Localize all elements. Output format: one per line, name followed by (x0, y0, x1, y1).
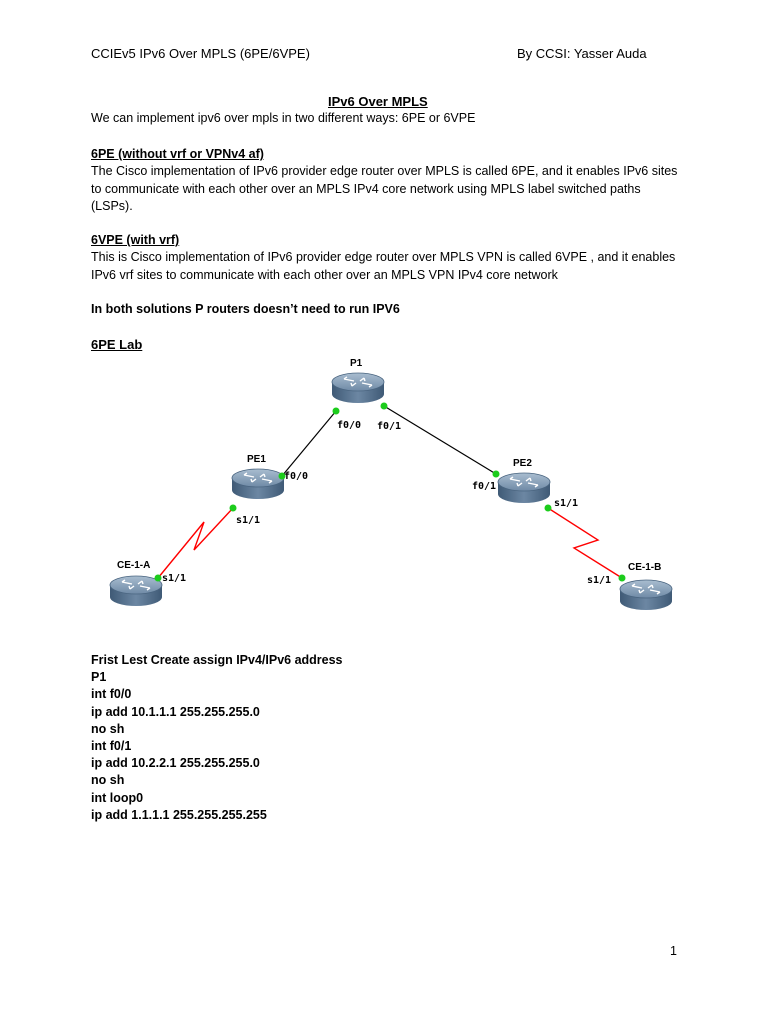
port-dot (544, 504, 552, 512)
config-line: P1 (91, 670, 107, 685)
section-6pe-heading: 6PE (without vrf or VPNv4 af) (91, 147, 264, 161)
port-dot (380, 402, 388, 410)
section-6vpe-heading: 6VPE (with vrf) (91, 233, 180, 247)
router-ce1b (619, 579, 673, 611)
serial-link-pe1-ce1a (157, 507, 234, 579)
iface-label-p1-f00: f0/0 (337, 420, 361, 431)
iface-label-pe2-s11: s1/1 (554, 498, 578, 509)
serial-link-pe2-ce1b (547, 507, 623, 579)
router-label-pe1: PE1 (247, 454, 266, 465)
iface-label-ce1b-s11: s1/1 (587, 575, 611, 586)
section-6pe: 6PE (without vrf or VPNv4 af) The Cisco … (91, 146, 681, 215)
port-dot (618, 574, 626, 582)
page-title: IPv6 Over MPLS (328, 94, 428, 109)
port-dot (332, 407, 340, 415)
router-p1 (331, 372, 385, 404)
link-p1-pe2 (383, 405, 497, 475)
config-block: Frist Lest Create assign IPv4/IPv6 addre… (91, 652, 343, 824)
router-label-ce1b: CE-1-B (628, 562, 661, 573)
router-pe1 (231, 468, 285, 500)
router-pe2 (497, 472, 551, 504)
iface-label-p1-f01: f0/1 (377, 421, 401, 432)
header-left: CCIEv5 IPv6 Over MPLS (6PE/6VPE) (91, 46, 310, 61)
router-ce1a (109, 575, 163, 607)
config-line: no sh (91, 773, 125, 788)
config-intro: Frist Lest Create assign IPv4/IPv6 addre… (91, 653, 343, 667)
config-line: int loop0 (91, 790, 144, 805)
p-routers-note: In both solutions P routers doesn’t need… (91, 302, 400, 316)
link-p1-pe1 (281, 410, 337, 477)
config-line: int f0/1 (91, 739, 132, 754)
config-line: ip add 1.1.1.1 255.255.255.255 (91, 807, 267, 822)
iface-label-pe1-s11: s1/1 (236, 515, 260, 526)
router-label-ce1a: CE-1-A (117, 560, 150, 571)
page-number: 1 (670, 944, 677, 958)
config-line: ip add 10.2.2.1 255.255.255.0 (91, 756, 260, 771)
config-line: ip add 10.1.1.1 255.255.255.0 (91, 704, 260, 719)
section-6vpe-body: This is Cisco implementation of IPv6 pro… (91, 250, 676, 282)
router-label-pe2: PE2 (513, 458, 532, 469)
config-line: int f0/0 (91, 687, 132, 702)
iface-label-pe1-f00: f0/0 (284, 471, 308, 482)
section-6vpe: 6VPE (with vrf) This is Cisco implementa… (91, 232, 681, 284)
lab-heading: 6PE Lab (91, 337, 143, 352)
section-6pe-body: The Cisco implementation of IPv6 provide… (91, 164, 678, 213)
port-dot (278, 472, 286, 480)
iface-label-ce1a-s11: s1/1 (162, 573, 186, 584)
port-dot (229, 504, 237, 512)
header-right: By CCSI: Yasser Auda (517, 46, 647, 61)
intro-text: We can implement ipv6 over mpls in two d… (91, 111, 476, 125)
port-dot (154, 574, 162, 582)
iface-label-pe2-f01: f0/1 (472, 481, 496, 492)
config-line: no sh (91, 721, 125, 736)
port-dot (492, 470, 500, 478)
router-label-p1: P1 (350, 358, 363, 369)
